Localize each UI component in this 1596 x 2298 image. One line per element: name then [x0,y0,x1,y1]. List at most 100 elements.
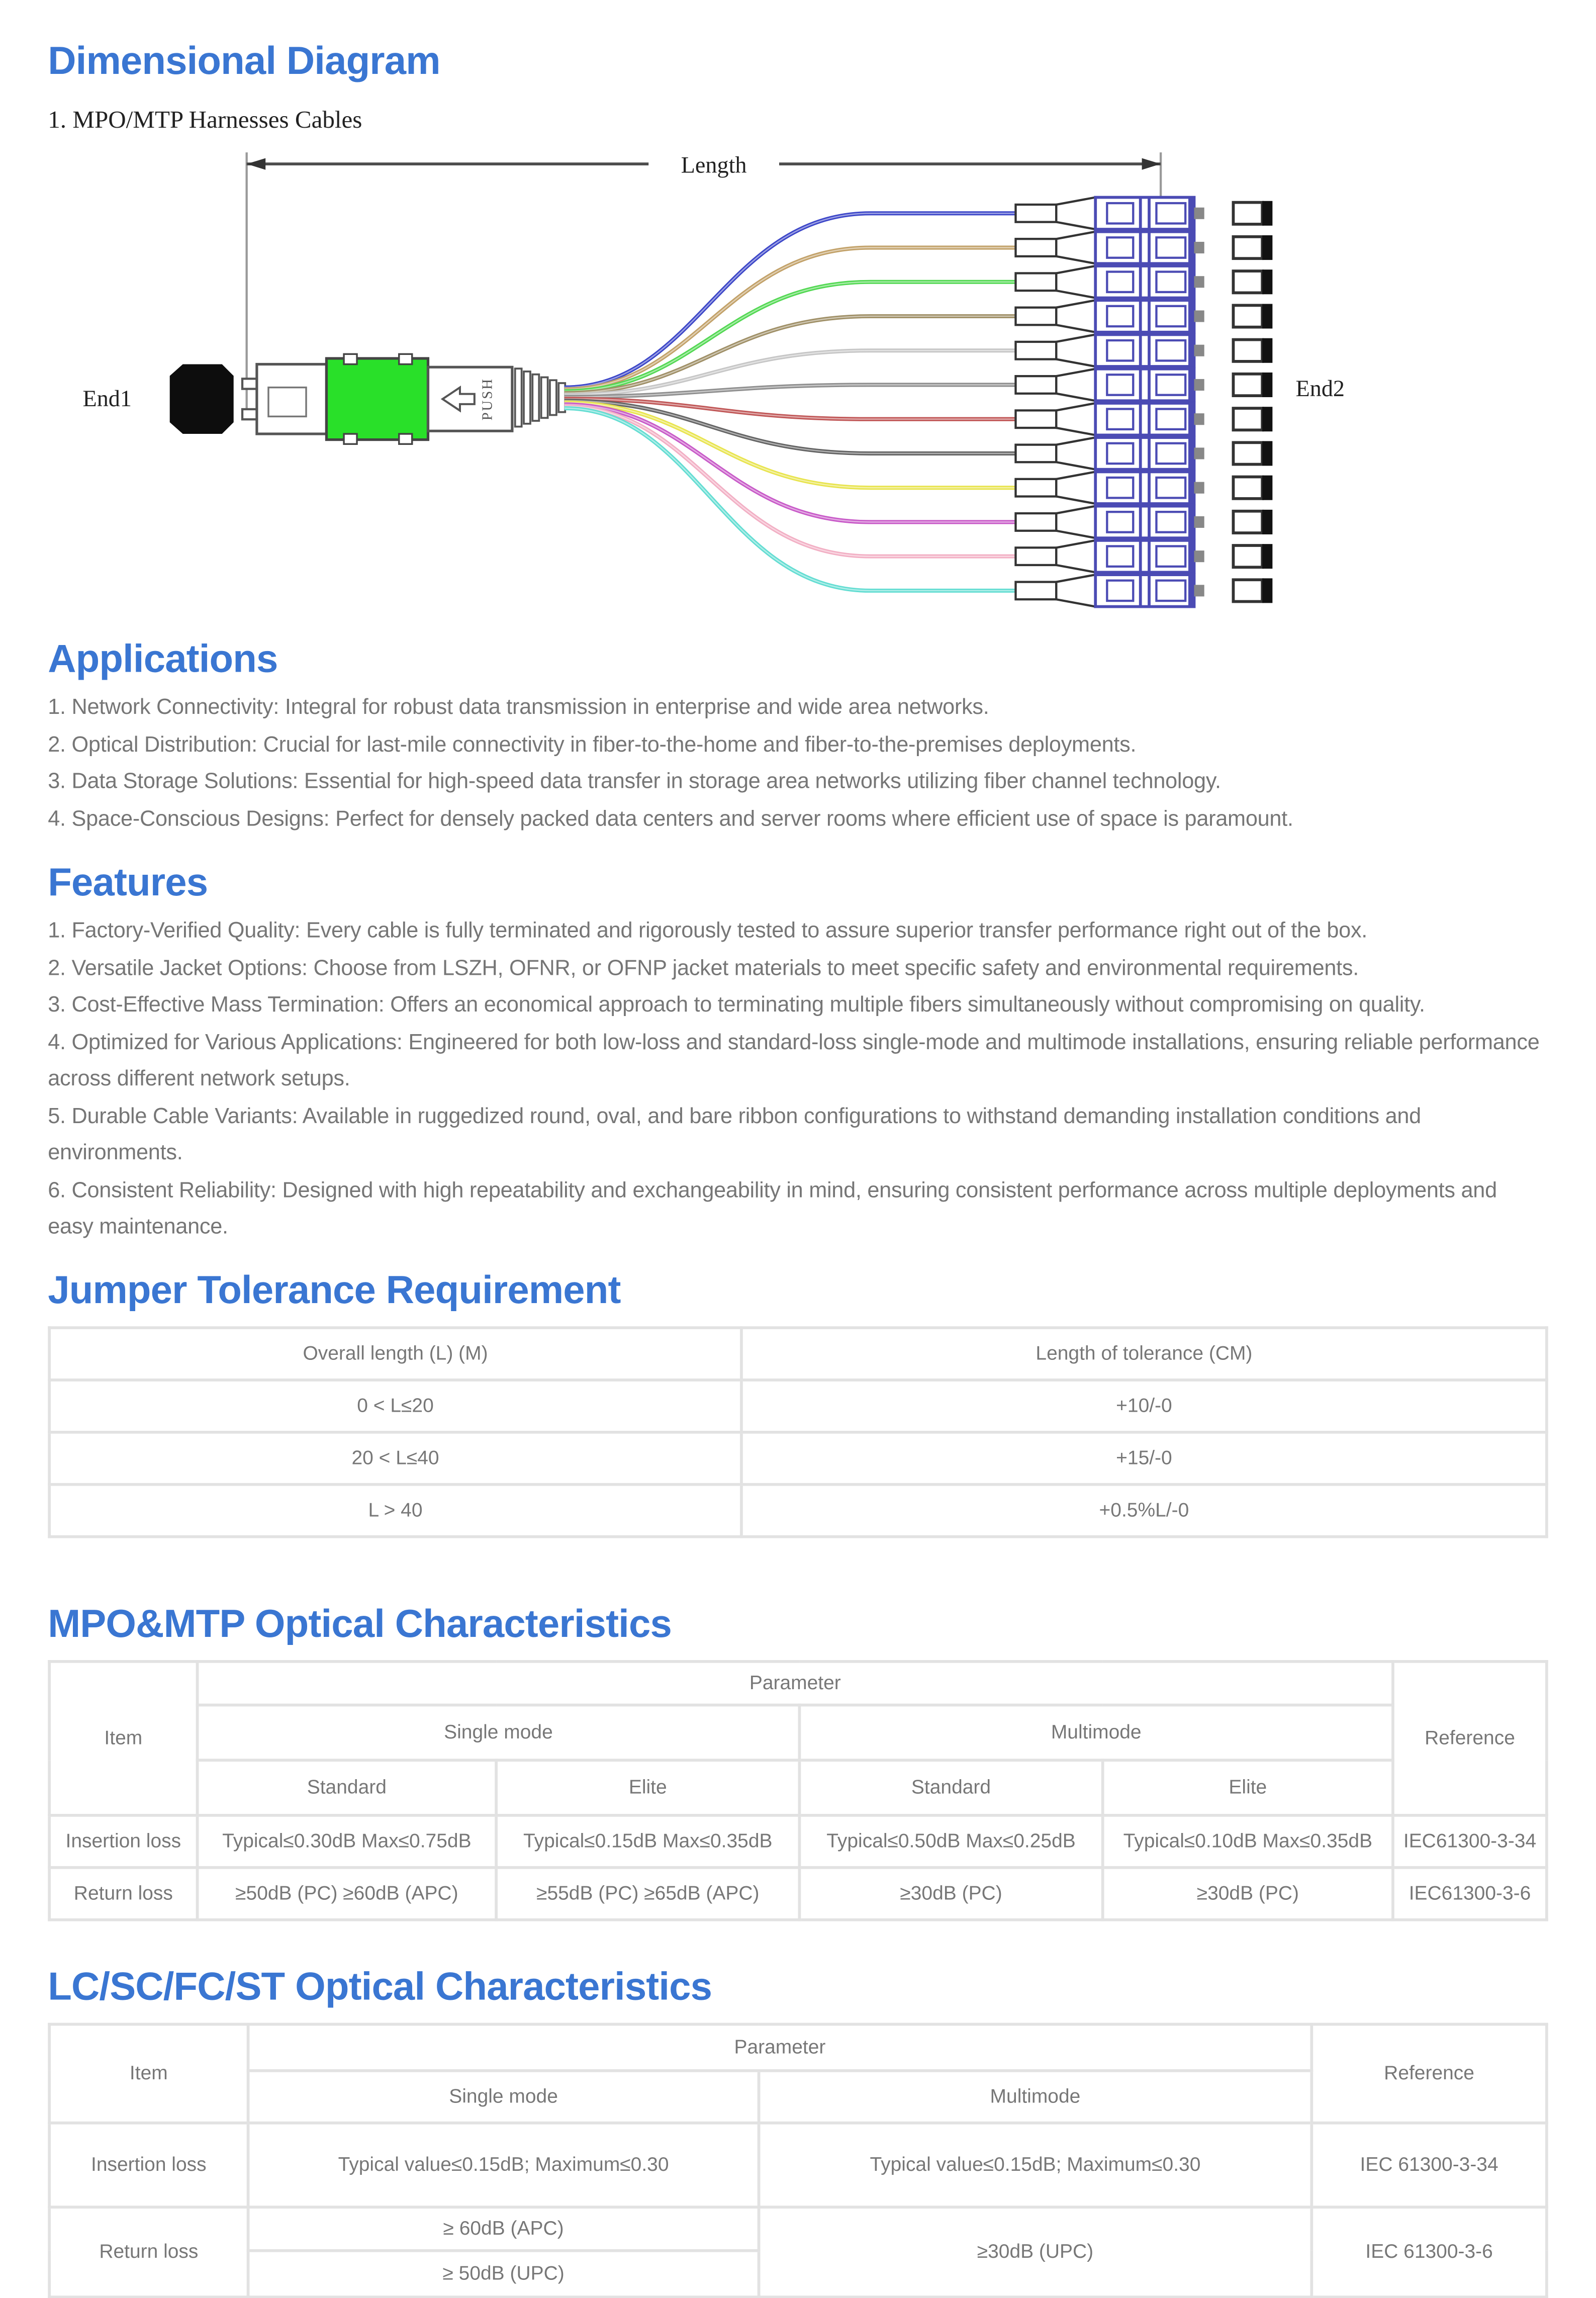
fiber-highlight [564,407,1023,592]
row-header: Insertion loss [48,1813,199,1869]
dust-cap-mpo [169,364,234,434]
dust-cap-body [1232,269,1264,295]
mpo-strain-relief [514,367,567,428]
push-label: PUSH [479,378,495,420]
features-item: 4. Optimized for Various Applications: E… [48,1029,1540,1091]
lc-endface [1188,472,1194,504]
column-header-multimode: Multimode [757,2068,1313,2124]
column-header-standard: Standard [798,1758,1104,1816]
lc-latch-window [1106,202,1135,225]
housing-notch-top1 [343,353,358,365]
column-header-item: Item [48,2022,250,2124]
lc-ferrule-tip [1194,585,1204,597]
dust-cap-tip [1262,441,1273,466]
dust-cap [1232,338,1273,363]
lc-latch-window [1106,374,1135,396]
column-header-single-mode: Single mode [246,2068,761,2124]
fiber [564,211,1023,390]
lc-ferrule-window [1155,202,1187,225]
lc-latch-window [1106,442,1135,465]
column-header-standard: Standard [196,1758,498,1816]
column-header-elite: Elite [1101,1758,1394,1816]
lc-connector [1014,264,1204,300]
dust-cap-tip [1262,304,1273,329]
fiber-path [564,211,1023,390]
column-header-parameter: Parameter [246,2022,1313,2072]
table-cell: IEC 61300-3-6 [1310,2204,1548,2298]
lc-crimp [1014,512,1058,532]
lc-ferrule-window [1155,442,1187,465]
lc-boot [1055,333,1097,368]
fiber [564,398,1023,455]
section-title-lc-optical: LC/SC/FC/ST Optical Characteristics [48,1964,712,2008]
lc-endface [1188,506,1194,538]
lc-ferrule-window [1155,545,1187,568]
lc-ferrule-window [1155,579,1187,602]
fiber [564,402,1023,524]
table-row-insertion-loss: Insertion loss Typical≤0.30dB Max≤0.75dB… [48,1813,1548,1869]
lc-latch-window [1106,579,1135,602]
housing-notch-bottom2 [398,433,413,445]
lc-endface [1188,575,1194,607]
dust-cap-body [1232,304,1264,329]
fiber-highlight [564,402,1023,489]
column-header-parameter: Parameter [196,1659,1394,1706]
applications-item: 3. Data Storage Solutions: Essential for… [48,769,1221,794]
dust-cap-body [1232,338,1264,363]
fiber-path [564,406,1023,593]
table-cell: ≥30dB (PC) [798,1865,1104,1921]
lc-endface [1188,300,1194,332]
dust-cap [1232,475,1273,500]
fiber [564,397,1023,421]
fiber-highlight [564,405,1023,557]
column-header: Overall length (L) (M) [48,1325,743,1381]
lc-connector [1014,367,1204,403]
dust-cap-body [1232,407,1264,432]
table-cell: ≥30dB (PC) [1101,1865,1394,1921]
dust-cap-body [1232,544,1264,569]
fiber [564,314,1023,395]
lc-ferrule-tip [1194,379,1204,391]
mpo-ferrule-window [267,386,307,418]
lc-ferrule-window [1155,476,1187,499]
column-header-single-mode: Single mode [196,1703,801,1761]
column-header: Length of tolerance (CM) [740,1325,1548,1381]
lc-latch-window [1106,305,1135,328]
applications-item: 1. Network Connectivity: Integral for ro… [48,695,989,720]
features-item: 1. Factory-Verified Quality: Every cable… [48,918,1368,944]
lc-connector [1014,402,1204,437]
lc-connector [1014,470,1204,505]
table-cell: L > 40 [48,1482,743,1538]
fiber-highlight [564,400,1023,454]
lc-ferrule-tip [1194,482,1204,494]
lc-ferrule-window [1155,339,1187,362]
lc-boot [1055,264,1097,300]
lc-endface [1188,266,1194,298]
arrowhead-right [1142,158,1161,170]
arrowhead-left [246,158,266,170]
mpo-boot [426,365,514,432]
dust-cap-body [1232,201,1264,226]
length-label-backing [648,149,779,179]
row-header: Insertion loss [48,2121,250,2208]
mpo-optical-table: Item Parameter Reference Single mode Mul… [48,1659,1548,1921]
section-title-mpo-optical: MPO&MTP Optical Characteristics [48,1601,672,1645]
dimension-line: Length [245,149,1162,411]
section-title-applications: Applications [48,637,278,681]
lc-connector [1014,504,1204,540]
lc-crimp [1014,581,1058,601]
features-item: 6. Consistent Reliability: Designed with… [48,1177,1497,1239]
column-header-reference: Reference [1391,1659,1548,1816]
dust-cap-tip [1262,372,1273,398]
dust-cap [1232,372,1273,398]
lc-latch-window [1106,545,1135,568]
fiber-fanout [564,211,1023,593]
row-header: Return loss [48,1865,199,1921]
table-cell: +15/-0 [740,1430,1548,1486]
dust-cap [1232,201,1273,226]
lc-connector [1014,333,1204,368]
fiber [564,245,1023,392]
table-cell: IEC61300-3-34 [1391,1813,1548,1869]
lc-ferrule-tip [1194,516,1204,528]
